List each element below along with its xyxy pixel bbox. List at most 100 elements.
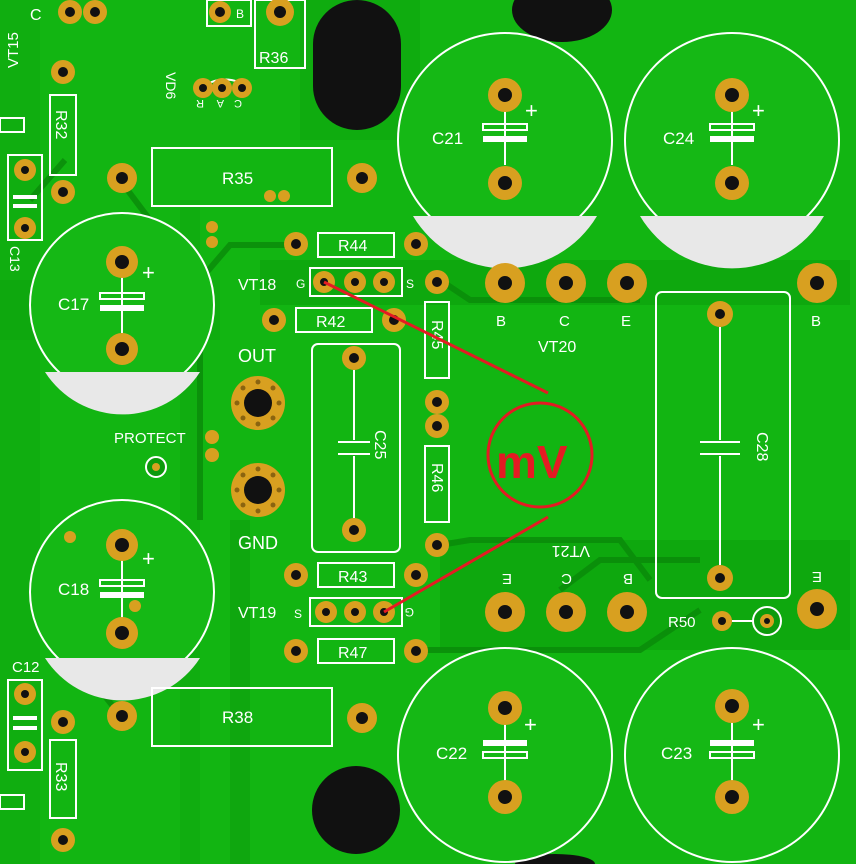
protect-label: PROTECT (114, 430, 186, 447)
r33-label: R33 (52, 762, 69, 791)
mounting-holes (312, 0, 612, 864)
vt15-label: VT15 (5, 32, 22, 68)
capacitor-c18: C18 + (29, 499, 215, 701)
edge-pad-1 (0, 117, 25, 133)
capacitor-c23: C23 + (624, 647, 840, 863)
capacitor-c12: C12 (7, 659, 43, 771)
c18-label: C18 (58, 580, 89, 599)
capacitor-c28: C28 (655, 291, 791, 599)
pad-b-top-label: B (236, 7, 244, 21)
probe-line-lower (383, 515, 549, 614)
mounting-hole-bottom (312, 766, 400, 854)
r50-label: R50 (668, 614, 696, 631)
transistor-vt18: VT18 G S (238, 267, 414, 297)
pad-e-right: E (797, 568, 837, 629)
vt21-pin-e: E (502, 570, 512, 587)
r46-label: R46 (428, 463, 445, 492)
vt19-pin-g: G (405, 605, 414, 619)
capacitor-c24: C24 + (624, 32, 840, 269)
c28-label: C28 (753, 432, 770, 461)
vt20-pin-c: C (559, 313, 570, 330)
capacitor-c22: C22 + (397, 647, 613, 863)
mv-label: mV (496, 436, 568, 488)
r38-label: R38 (222, 708, 253, 727)
r43-label: R43 (338, 569, 367, 586)
capacitor-c-top: C (30, 0, 107, 24)
vt18-pin-g: G (296, 277, 305, 291)
resistor-r45: R45 (424, 270, 450, 414)
gnd-label: GND (238, 533, 278, 553)
c22-label: C22 (436, 744, 467, 763)
resistor-r36: R36 (254, 0, 306, 69)
resistor-r46: R46 (424, 414, 450, 557)
vd6-label: VD6 (163, 72, 179, 99)
protect-pad: PROTECT (114, 430, 186, 478)
capacitor-c21: C21 + (397, 32, 613, 269)
vd6-pin-c: C (234, 97, 242, 109)
vt21-pin-c: C (561, 570, 572, 587)
vd6-pin-a: A (216, 97, 224, 109)
c23-label: C23 (661, 744, 692, 763)
multimeter-circle (486, 401, 594, 509)
c12-label: C12 (12, 659, 40, 676)
pad-e-right-label: E (812, 568, 822, 585)
probe-line-upper (323, 280, 549, 395)
r47-label: R47 (338, 645, 367, 662)
c13-label: C13 (7, 246, 23, 272)
vt19-pin-s: S (294, 607, 302, 621)
resistor-r50: R50 (668, 606, 782, 636)
vt18-pin-s: S (406, 277, 414, 291)
r42-label: R42 (316, 314, 345, 331)
resistor-r42: R42 (262, 307, 406, 333)
mounting-hole-top (512, 0, 612, 42)
capacitor-c13: C13 (7, 154, 43, 272)
c18-plus: + (142, 546, 155, 571)
c-top-label: C (30, 7, 42, 24)
r35-label: R35 (222, 169, 253, 188)
r36-label: R36 (259, 50, 288, 67)
pad-b-right-label: B (811, 313, 821, 330)
pad-b-top: B (206, 0, 252, 27)
vias (64, 190, 290, 612)
vt21-label: VT21 (552, 542, 590, 559)
pad-b-right: B (797, 263, 837, 330)
c25-label: C25 (371, 430, 388, 459)
vt20-label: VT20 (538, 339, 576, 356)
r44-label: R44 (338, 238, 367, 255)
capacitor-c25: C25 (311, 343, 401, 553)
resistor-r32: R32 (49, 60, 77, 204)
transistor-vt20: B C E VT20 (485, 263, 647, 356)
vt18-label: VT18 (238, 277, 276, 294)
vt20-pin-b: B (496, 313, 506, 330)
c24-plus: + (752, 98, 765, 123)
vt20-pin-e: E (621, 313, 631, 330)
mv-annotation: mV (323, 280, 594, 614)
capacitor-c17: C17 + (29, 212, 215, 415)
resistor-r35: R35 (107, 147, 377, 207)
transistor-vt19: VT19 S G (238, 597, 414, 627)
terminal-gnd: GND (231, 463, 285, 553)
out-label: OUT (238, 346, 276, 366)
edge-pad-2 (0, 794, 25, 810)
transistor-vt21: E C B VT21 (485, 542, 647, 632)
vt19-label: VT19 (238, 605, 276, 622)
diode-vd6: R A C VD6 (163, 72, 252, 109)
resistor-r38: R38 (107, 687, 377, 747)
resistor-r44: R44 (284, 232, 428, 258)
terminal-out: OUT (231, 346, 285, 430)
r45-label: R45 (428, 320, 445, 349)
vd6-pin-r: R (196, 97, 204, 109)
resistor-r33: R33 (49, 710, 77, 852)
c24-label: C24 (663, 129, 694, 148)
mounting-slot-top (313, 0, 401, 130)
c23-plus: + (752, 712, 765, 737)
c17-label: C17 (58, 295, 89, 314)
c22-plus: + (524, 712, 537, 737)
resistor-r43: R43 (284, 562, 428, 588)
r32-label: R32 (52, 110, 69, 139)
c21-plus: + (525, 98, 538, 123)
c21-label: C21 (432, 129, 463, 148)
c17-plus: + (142, 260, 155, 285)
vt21-pin-b: B (623, 570, 633, 587)
